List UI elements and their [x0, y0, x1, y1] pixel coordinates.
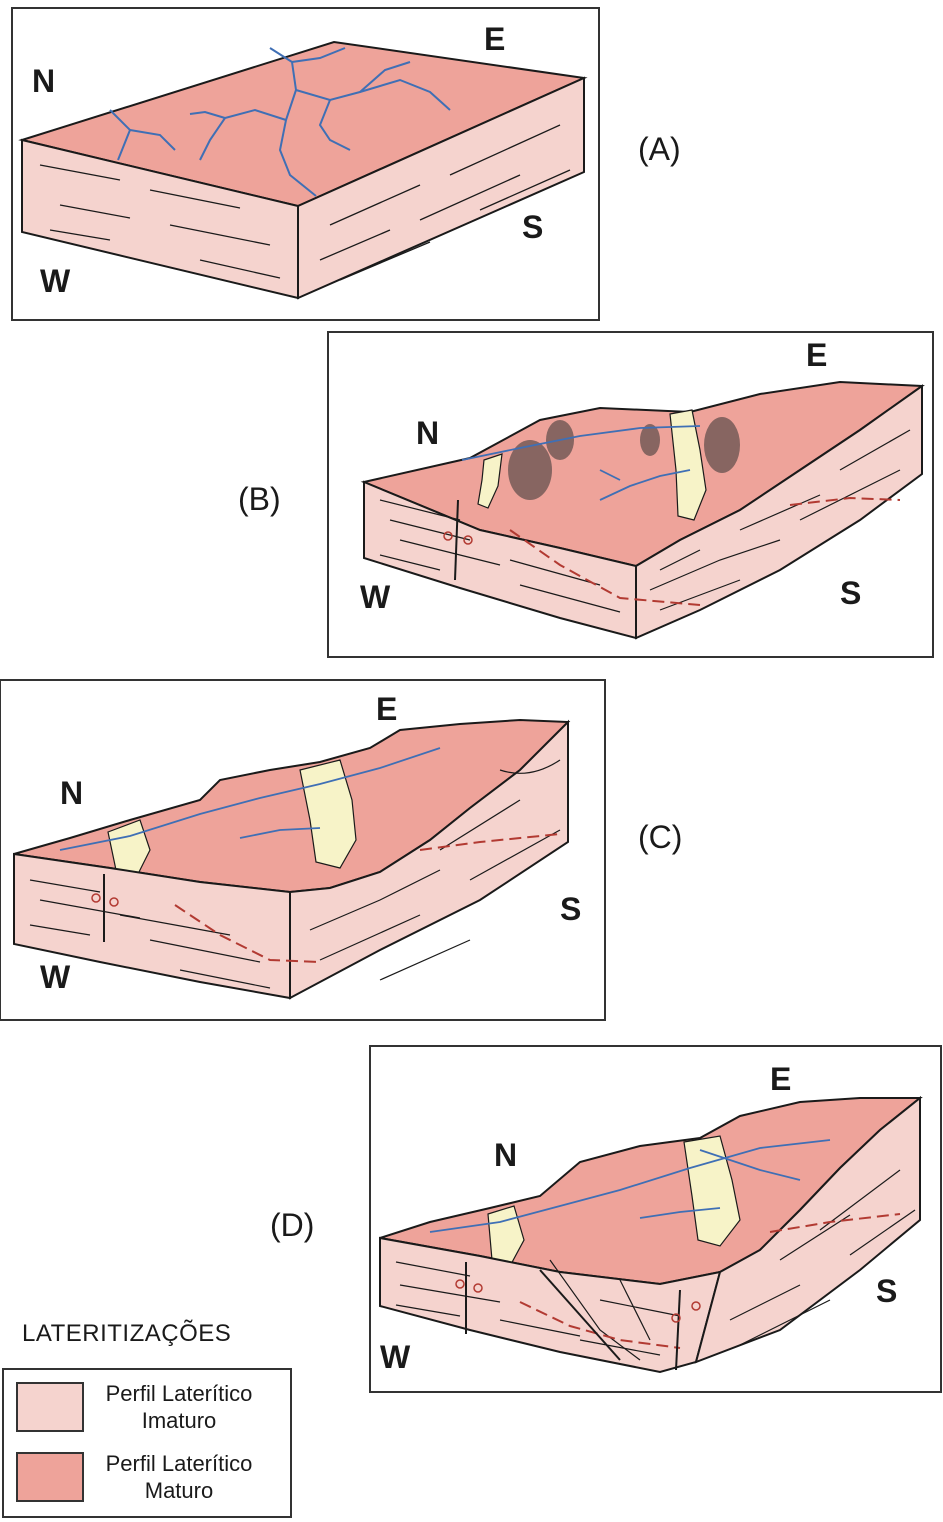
legend-label-immature-line2: Imaturo — [84, 1407, 274, 1434]
panel-b-east: E — [806, 337, 827, 373]
panel-a-east: E — [484, 21, 505, 57]
panel-c-south: S — [560, 891, 581, 927]
panel-d: N E S W (D) — [270, 1046, 941, 1392]
legend-label-mature-line1: Perfil Laterítico — [84, 1450, 274, 1477]
legend-swatch-mature — [16, 1452, 84, 1502]
legend-label-mature-line2: Maturo — [84, 1477, 274, 1504]
legend-label-immature-line1: Perfil Laterítico — [84, 1380, 274, 1407]
panel-a: N E S W (A) — [12, 8, 681, 320]
panel-a-south: S — [522, 209, 543, 245]
legend-label-mature: Perfil Laterítico Maturo — [84, 1450, 274, 1504]
panel-d-east: E — [770, 1061, 791, 1097]
panel-a-north: N — [32, 63, 55, 99]
legend-title: LATERITIZAÇÕES — [22, 1320, 231, 1348]
legend: Perfil Laterítico Imaturo Perfil Laterít… — [2, 1368, 292, 1518]
panel-d-north: N — [494, 1137, 517, 1173]
panel-d-south: S — [876, 1273, 897, 1309]
panel-b-west: W — [360, 579, 391, 615]
legend-swatch-immature — [16, 1382, 84, 1432]
panel-b-south: S — [840, 575, 861, 611]
panel-d-label: (D) — [270, 1207, 314, 1243]
legend-item-mature: Perfil Laterítico Maturo — [16, 1450, 274, 1504]
legend-item-immature: Perfil Laterítico Imaturo — [16, 1380, 274, 1434]
panel-b-label: (B) — [238, 481, 281, 517]
panel-c-west: W — [40, 959, 71, 995]
legend-label-immature: Perfil Laterítico Imaturo — [84, 1380, 274, 1434]
panel-a-label: (A) — [638, 131, 681, 167]
panel-a-west: W — [40, 263, 71, 299]
panel-c: N E S W (C) — [0, 680, 682, 1020]
panel-c-north: N — [60, 775, 83, 811]
panel-d-west: W — [380, 1339, 411, 1375]
panel-b: N E S W (B) — [238, 332, 933, 657]
panel-b-north: N — [416, 415, 439, 451]
panel-c-east: E — [376, 691, 397, 727]
panel-c-label: (C) — [638, 819, 682, 855]
